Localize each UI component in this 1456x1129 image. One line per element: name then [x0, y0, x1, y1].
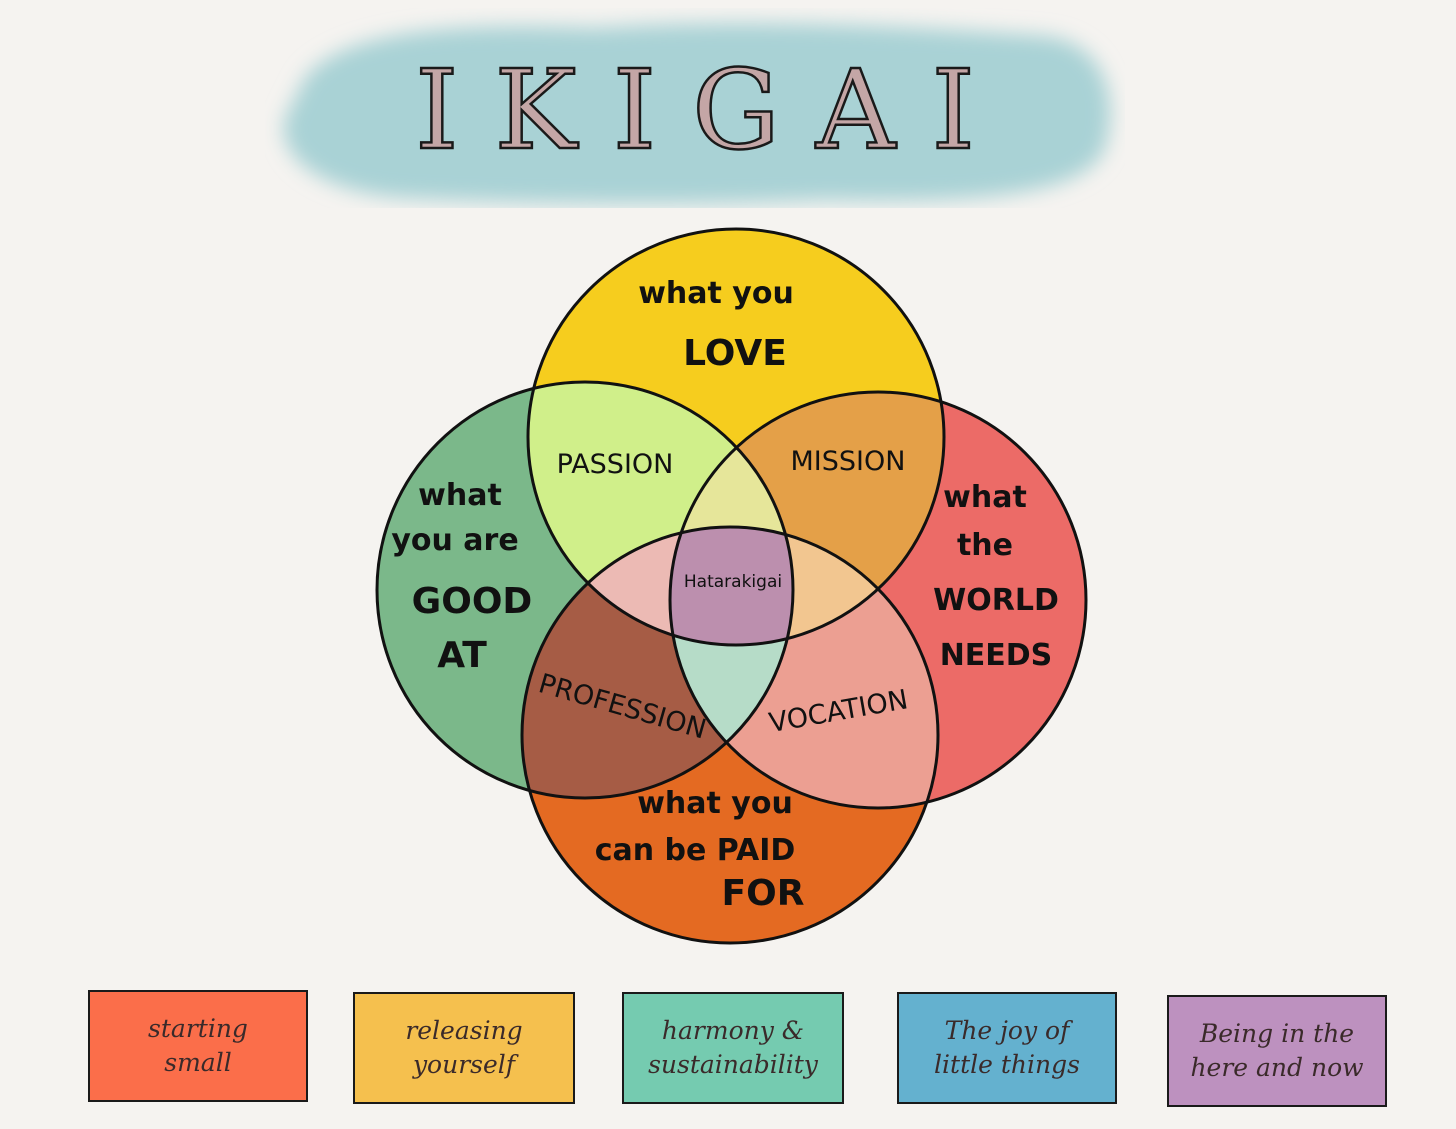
overlap-profession-area [522, 527, 793, 798]
card-text: starting small [148, 1014, 248, 1077]
overlap-vocation-area [670, 527, 938, 808]
paid-for-label-line1: what you [637, 786, 793, 821]
passion-label: PASSION [557, 449, 674, 480]
world-needs-label-line2: the [957, 528, 1013, 563]
watercolor-background [283, 23, 1111, 204]
world-needs-label-line4: NEEDS [940, 638, 1053, 673]
card-text: The joy of little things [934, 1016, 1080, 1079]
world-needs-label-line1: what [943, 480, 1027, 515]
ikigai-venn-diagram: what you LOVE what you are GOOD AT what … [375, 227, 1088, 945]
good-at-label-line2: you are [391, 523, 518, 558]
mission-label: MISSION [791, 446, 906, 477]
good-at-label-line3: GOOD [412, 581, 533, 622]
card-being-here-and-now: Being in the here and now [1167, 995, 1387, 1107]
love-label-line2: LOVE [683, 333, 787, 374]
title-banner: IKIGAI [265, 8, 1125, 208]
card-harmony-sustainability: harmony & sustainability [622, 992, 844, 1104]
card-text: releasing yourself [405, 1016, 523, 1079]
card-joy-of-little-things: The joy of little things [897, 992, 1117, 1104]
card-starting-small: starting small [88, 990, 308, 1102]
good-at-label-line4: AT [437, 635, 487, 676]
card-releasing-yourself: releasing yourself [353, 992, 575, 1104]
world-needs-label-line3: WORLD [933, 583, 1059, 618]
love-label-line1: what you [638, 276, 794, 311]
paid-for-label-line3: FOR [722, 873, 805, 914]
good-at-label-line1: what [418, 478, 502, 513]
card-text: Being in the here and now [1190, 1019, 1364, 1082]
principles-row: starting small releasing yourself harmon… [0, 980, 1456, 1120]
paid-for-label-line2: can be PAID [595, 833, 796, 868]
center-label: Hatarakigai [684, 572, 782, 592]
page-title: IKIGAI [414, 46, 1011, 174]
card-text: harmony & sustainability [648, 1016, 818, 1079]
